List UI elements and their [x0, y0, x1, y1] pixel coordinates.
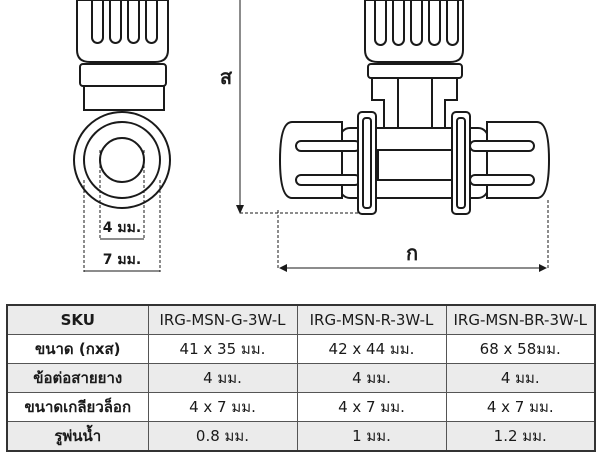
- table-cell: 1 มม.: [296, 421, 447, 452]
- table-cell: 4 x 7 มม.: [147, 392, 298, 422]
- table-header-row: SKU IRG-MSN-G-3W-L IRG-MSN-R-3W-L IRG-MS…: [6, 304, 596, 335]
- table-cell: 1.2 มม.: [445, 421, 596, 452]
- front-collar: [367, 63, 463, 79]
- product-technical-drawing: 4 มม. 7 มม.: [73, 0, 551, 272]
- table-row: ข้อต่อสายยาง 4 มม. 4 มม. 4 มม.: [6, 363, 596, 393]
- table-row: ขนาดเกลียวล็อก 4 x 7 มม. 4 x 7 มม. 4 x 7…: [6, 392, 596, 422]
- row-label-size: ขนาด (กxส): [6, 334, 149, 364]
- header-sku-r: IRG-MSN-R-3W-L: [296, 304, 447, 335]
- table-cell: 0.8 มม.: [147, 421, 298, 452]
- side-neck: [83, 85, 165, 111]
- specification-table: SKU IRG-MSN-G-3W-L IRG-MSN-R-3W-L IRG-MS…: [6, 304, 596, 452]
- front-left-ring: [357, 111, 377, 215]
- table-cell: 4 มม.: [296, 363, 447, 393]
- side-collar: [79, 63, 167, 87]
- table-cell: 4 มม.: [147, 363, 298, 393]
- row-label-lock-thread: ขนาดเกลียวล็อก: [6, 392, 149, 422]
- table-cell: 4 x 7 มม.: [296, 392, 447, 422]
- side-dimensions: [83, 150, 161, 272]
- dimension-arrows: [236, 205, 547, 272]
- front-right-ring: [451, 111, 471, 215]
- lock-thread-dim-label: 7 มม.: [103, 252, 141, 268]
- front-view: [278, 0, 551, 215]
- table-cell: 68 x 58มม.: [445, 334, 596, 364]
- side-cap: [76, 0, 169, 63]
- header-sku-br: IRG-MSN-BR-3W-L: [445, 304, 596, 335]
- table-row: รูพ่นน้ำ 0.8 มม. 1 มม. 1.2 มม.: [6, 421, 596, 452]
- header-sku: SKU: [6, 304, 149, 335]
- row-label-spray-hole: รูพ่นน้ำ: [6, 421, 149, 452]
- side-bore: [99, 137, 145, 183]
- height-dim-label: ส: [220, 65, 233, 89]
- row-label-hose-connector: ข้อต่อสายยาง: [6, 363, 149, 393]
- table-cell: 4 x 7 มม.: [445, 392, 596, 422]
- width-dim-label: ก: [406, 241, 418, 265]
- front-left-barb: [278, 121, 343, 199]
- table-cell: 42 x 44 มม.: [296, 334, 447, 364]
- table-cell: 41 x 35 มม.: [147, 334, 298, 364]
- side-view: [73, 0, 171, 209]
- header-sku-g: IRG-MSN-G-3W-L: [147, 304, 298, 335]
- table-cell: 4 มม.: [445, 363, 596, 393]
- front-center-band: [377, 149, 453, 181]
- front-cap: [364, 0, 464, 63]
- table-row: ขนาด (กxส) 41 x 35 มม. 42 x 44 มม. 68 x …: [6, 334, 596, 364]
- front-dimensions: [239, 0, 549, 270]
- front-right-barb: [486, 121, 551, 199]
- hose-connector-dim-label: 4 มม.: [103, 220, 141, 236]
